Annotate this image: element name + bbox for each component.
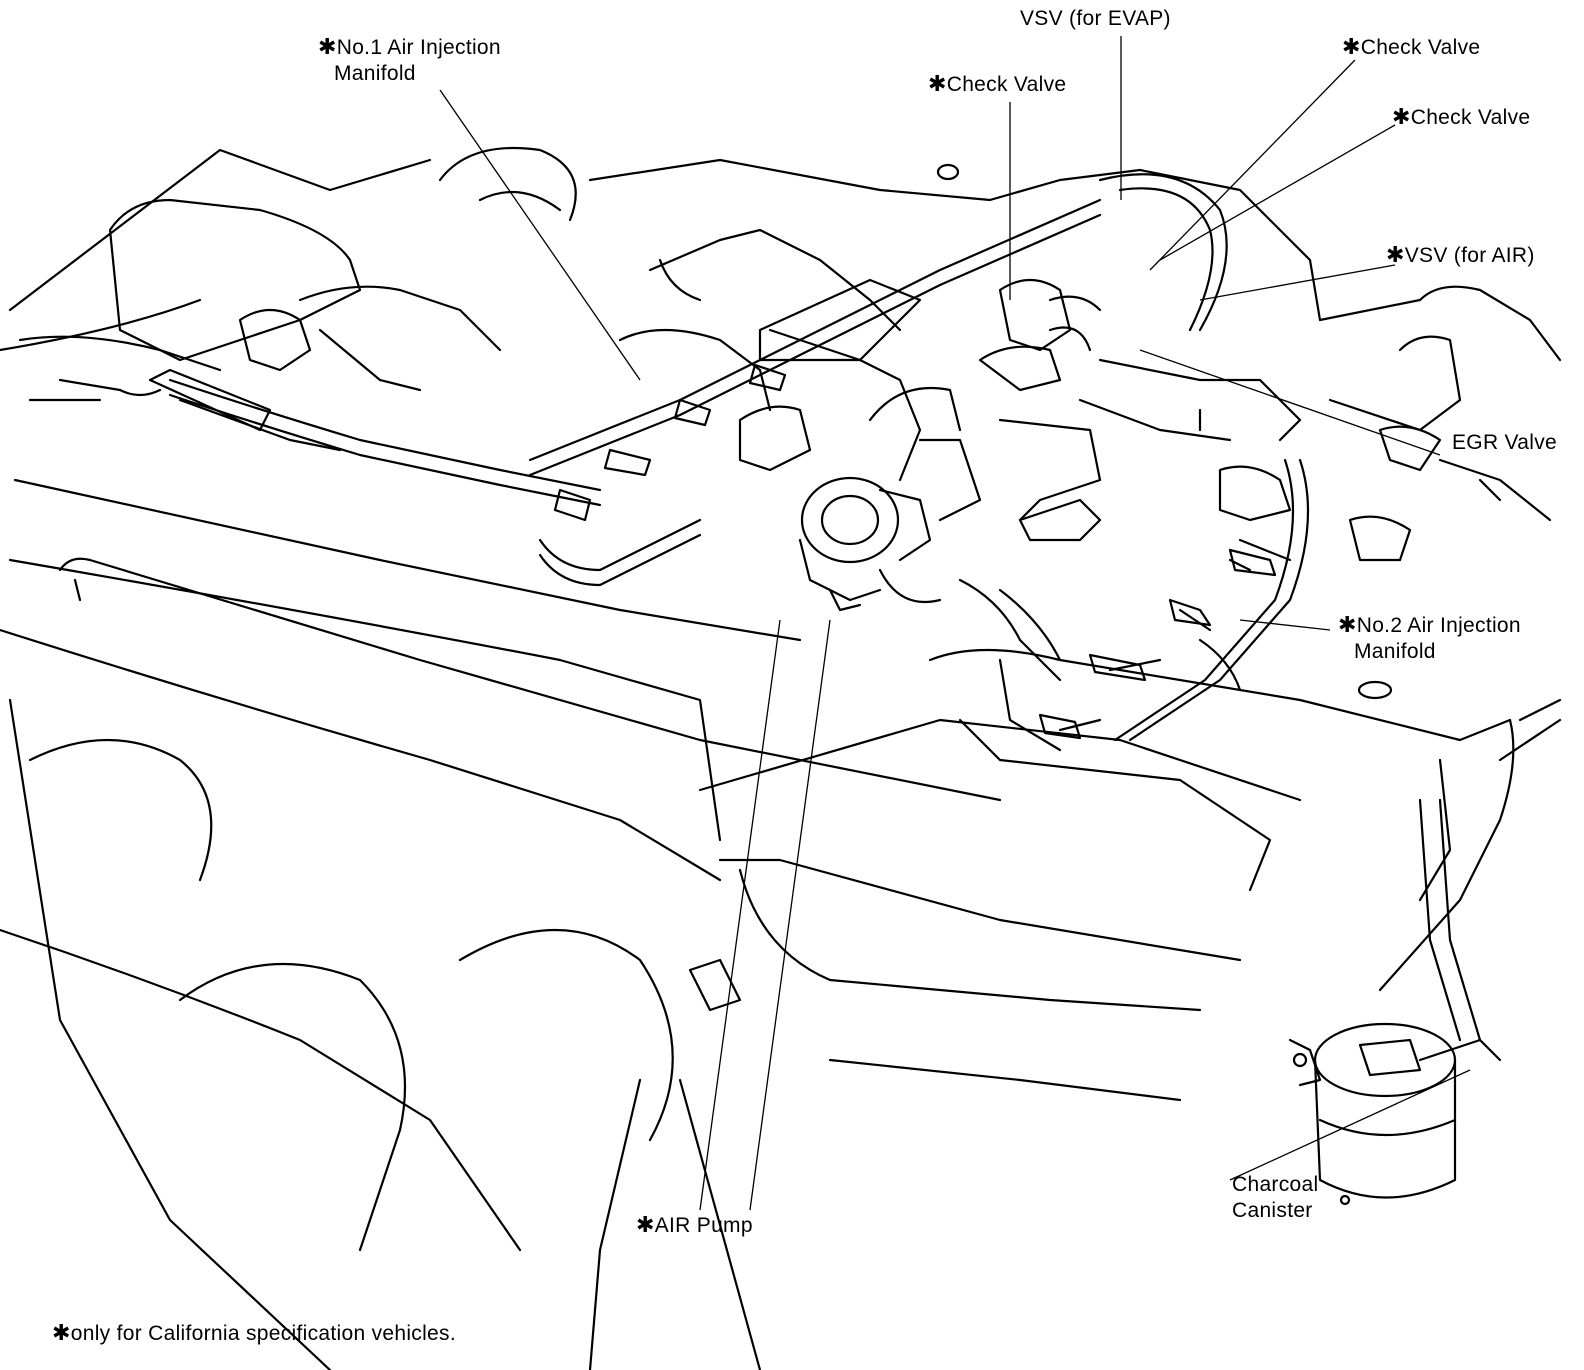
label-air-pump: ✱AIR Pump — [636, 1212, 753, 1237]
hoses — [168, 173, 1502, 1062]
label-vsv-air: ✱VSV (for AIR) — [1386, 242, 1535, 267]
asterisk-marker: ✱ — [1338, 612, 1357, 637]
label-no1-air-injection-manifold: ✱No.1 Air Injection Manifold — [318, 34, 501, 85]
leader-lines — [439, 36, 1471, 1211]
charcoal-canister-drawing — [1288, 1022, 1482, 1206]
label-charcoal-canister: Charcoal Canister — [1232, 1173, 1319, 1222]
label-check-valve-center: ✱Check Valve — [928, 71, 1067, 96]
asterisk-marker: ✱ — [636, 1212, 655, 1237]
label-check-valve-top-right: ✱Check Valve — [1342, 34, 1481, 59]
right-components — [1318, 285, 1562, 522]
footnote: ✱only for California specification vehic… — [52, 1320, 456, 1345]
label-no2-air-injection-manifold: ✱No.2 Air Injection Manifold — [1338, 612, 1521, 663]
engine-block — [588, 158, 1412, 732]
body-outline — [0, 148, 1242, 1370]
injector-fittings — [553, 363, 1277, 740]
asterisk-marker: ✱ — [928, 71, 947, 96]
asterisk-marker: ✱ — [1392, 104, 1411, 129]
asterisk-marker: ✱ — [1386, 242, 1405, 267]
left-components — [18, 146, 577, 452]
asterisk-marker: ✱ — [52, 1320, 71, 1345]
air-pump-drawing — [798, 476, 942, 612]
label-check-valve-right: ✱Check Valve — [1392, 104, 1531, 129]
asterisk-marker: ✱ — [318, 34, 337, 59]
label-vsv-evap: VSV (for EVAP) — [1020, 7, 1171, 30]
front-panel — [58, 557, 1562, 992]
label-egr-valve: EGR Valve — [1452, 431, 1558, 454]
asterisk-marker: ✱ — [1342, 34, 1361, 59]
